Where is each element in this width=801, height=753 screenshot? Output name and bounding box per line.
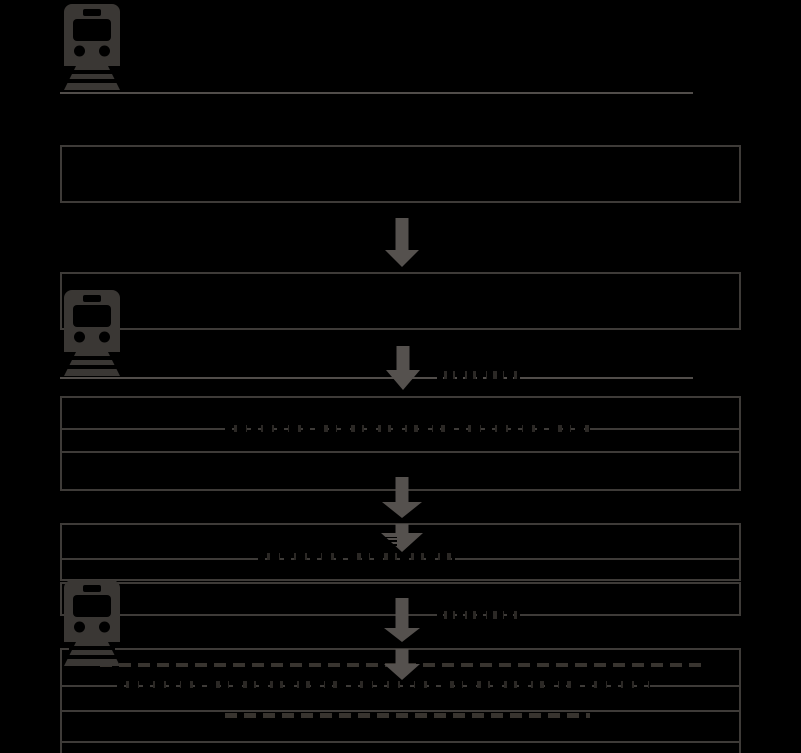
down-arrow-1-shaft [395,218,409,250]
down-arrow-5 [384,598,420,642]
down-arrow-1 [385,218,419,267]
train-icon-top [62,4,122,90]
down-arrow-3 [382,477,422,518]
down-arrow-6 [384,649,420,680]
illegible-text-on-divider-1 [225,425,590,432]
arrow-caption-trace-1 [437,371,520,379]
illegible-text-row-wide-2 [225,713,590,718]
down-arrow-2 [386,346,420,390]
illegible-text-on-divider-3 [117,681,650,688]
train-icon-middle [62,290,122,376]
train-icon-bottom [62,580,122,666]
black-glyph-fragment [384,537,397,550]
flow-box-6-divider [62,710,739,712]
flow-box-6-divider [62,741,739,743]
section-rule [60,377,693,379]
down-arrow-2-shaft [396,346,410,370]
illegible-text-on-divider-2 [258,553,455,560]
down-arrow-3-head [382,502,422,518]
flow-box-1 [60,145,741,203]
arrow-caption-trace-2 [437,611,520,619]
down-arrow-6-head [384,664,420,680]
down-arrow-3-shaft [395,477,409,502]
down-arrow-5-shaft [395,598,409,628]
flow-box-3-divider [62,451,739,453]
down-arrow-5-head [384,628,420,642]
down-arrow-1-head [385,250,419,267]
down-arrow-6-shaft [395,649,409,664]
down-arrow-2-head [386,370,420,390]
flow-box-2 [60,272,741,330]
down-arrow-4-shaft [395,524,409,533]
header-rule [60,92,693,94]
